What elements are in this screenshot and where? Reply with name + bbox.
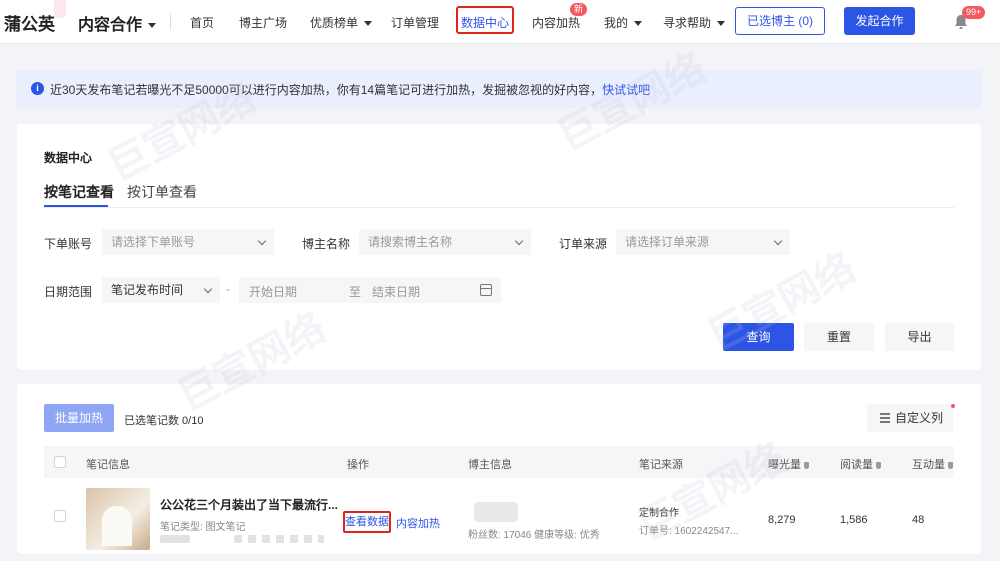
query-button[interactable]: 查询 (723, 323, 794, 351)
sort-icon (948, 461, 953, 469)
note-title[interactable]: 公公花三个月装出了当下最流行... (160, 498, 339, 512)
note-type: 笔记类型: 图文笔记 (160, 522, 246, 533)
col-interactions[interactable]: 互动量 (912, 456, 953, 472)
start-cooperation-button[interactable]: 发起合作 (844, 7, 915, 35)
sort-icon (876, 461, 881, 469)
content-heat-link[interactable]: 内容加热 (396, 518, 440, 530)
page-title: 数据中心 (44, 151, 93, 165)
col-note-info: 笔记信息 (86, 459, 130, 471)
date-range-separator: 至 (349, 285, 362, 299)
filter-card: 数据中心 按笔记查看 按订单查看 下单账号 请选择下单账号 博主名称 请搜索博主… (17, 124, 981, 370)
caret-down-icon (148, 23, 157, 29)
tab-divider (44, 207, 954, 208)
date-dash: - (226, 282, 230, 296)
tab-by-order[interactable]: 按订单查看 (127, 184, 197, 200)
col-blogger-info: 博主信息 (468, 459, 512, 471)
note-source-type: 定制合作 (639, 508, 679, 519)
interactions-value: 48 (912, 514, 925, 526)
sort-icon (804, 461, 809, 469)
end-date-input[interactable]: 结束日期 (372, 285, 421, 299)
table-row: 公公花三个月装出了当下最流行... 笔记类型: 图文笔记 查看数据 内容加热 粉… (44, 478, 954, 554)
bulk-heat-button[interactable]: 批量加热 (44, 404, 114, 432)
info-banner: i 近30天发布笔记若曝光不足50000可以进行内容加热，你有14篇笔记可进行加… (16, 70, 981, 108)
col-operation: 操作 (347, 459, 369, 471)
nav-home[interactable]: 首页 (190, 16, 215, 30)
active-tab-indicator (44, 205, 108, 207)
order-account-select[interactable]: 请选择下单账号 (102, 229, 274, 255)
blurred-blogger-avatar (474, 502, 518, 522)
select-all-checkbox[interactable] (54, 456, 66, 468)
new-badge: 新 (570, 3, 588, 16)
notification-count-badge: 99+ (962, 6, 986, 19)
try-it-link[interactable]: 快试试吧 (602, 83, 651, 97)
caret-down-icon (364, 21, 373, 27)
columns-icon (880, 413, 890, 423)
date-range-picker[interactable]: 开始日期 至 结束日期 (239, 277, 501, 303)
order-source-label: 订单来源 (559, 237, 608, 251)
brand-mark (54, 0, 66, 18)
start-date-input[interactable]: 开始日期 (249, 285, 298, 299)
banner-message: 近30天发布笔记若曝光不足50000可以进行内容加热，你有14篇笔记可进行加热，… (50, 83, 651, 97)
selected-notes-count: 已选笔记数 0/10 (124, 415, 204, 427)
blurred-text (160, 535, 190, 543)
blogger-meta: 粉丝数: 17046 健康等级: 优秀 (468, 530, 600, 541)
tab-by-note[interactable]: 按笔记查看 (44, 184, 114, 200)
caret-down-icon (634, 21, 643, 27)
order-source-select[interactable]: 请选择订单来源 (616, 229, 790, 255)
nav-divider (170, 14, 171, 30)
col-reads[interactable]: 阅读量 (840, 456, 881, 472)
caret-down-icon (717, 21, 726, 27)
nav-content-heat[interactable]: 内容加热 (532, 16, 581, 30)
reset-button[interactable]: 重置 (804, 323, 874, 351)
nav-data-center[interactable]: 数据中心 (461, 16, 510, 30)
reads-value: 1,586 (840, 514, 868, 526)
calendar-icon[interactable] (480, 284, 492, 296)
blogger-name-select[interactable]: 请搜索博主名称 (359, 229, 531, 255)
chevron-down-icon (257, 236, 267, 246)
col-note-source: 笔记来源 (639, 459, 683, 471)
note-thumbnail[interactable] (86, 488, 150, 550)
view-data-link[interactable]: 查看数据 (343, 511, 391, 533)
col-exposure[interactable]: 曝光量 (768, 456, 809, 472)
active-nav-highlight (456, 6, 514, 34)
date-range-label: 日期范围 (44, 285, 93, 299)
exposure-value: 8,279 (768, 514, 796, 526)
notes-table-card: 批量加热 已选笔记数 0/10 自定义列 笔记信息 操作 博主信息 笔记来源 曝… (17, 384, 981, 554)
nav-quality-ranking[interactable]: 优质榜单 (310, 14, 373, 31)
content-cooperation-dropdown[interactable]: 内容合作 (78, 11, 157, 35)
new-dot-indicator (951, 404, 955, 408)
export-button[interactable]: 导出 (885, 323, 954, 351)
nav-mine[interactable]: 我的 (604, 14, 643, 31)
chevron-down-icon (514, 236, 524, 246)
chevron-down-icon (773, 236, 783, 246)
order-number: 订单号: 1602242547... (639, 526, 739, 537)
row-checkbox[interactable] (54, 510, 66, 522)
nav-help[interactable]: 寻求帮助 (663, 14, 726, 31)
order-account-label: 下单账号 (44, 237, 93, 251)
custom-columns-button[interactable]: 自定义列 (867, 404, 953, 432)
blurred-text (234, 535, 324, 543)
info-icon: i (31, 82, 44, 95)
blogger-name-label: 博主名称 (302, 237, 351, 251)
selected-bloggers-button[interactable]: 已选博主 (0) (735, 7, 825, 35)
nav-blogger-square[interactable]: 博主广场 (239, 16, 288, 30)
table-header: 笔记信息 操作 博主信息 笔记来源 曝光量 阅读量 互动量 (44, 446, 954, 478)
nav-order-management[interactable]: 订单管理 (391, 16, 440, 30)
date-type-select[interactable]: 笔记发布时间 (102, 277, 220, 303)
chevron-down-icon (203, 284, 213, 294)
top-navigation: 蒲公英 内容合作 首页 博主广场 优质榜单 订单管理 数据中心 内容加热 新 我… (0, 0, 1000, 44)
brand-logo[interactable]: 蒲公英 (4, 15, 55, 34)
